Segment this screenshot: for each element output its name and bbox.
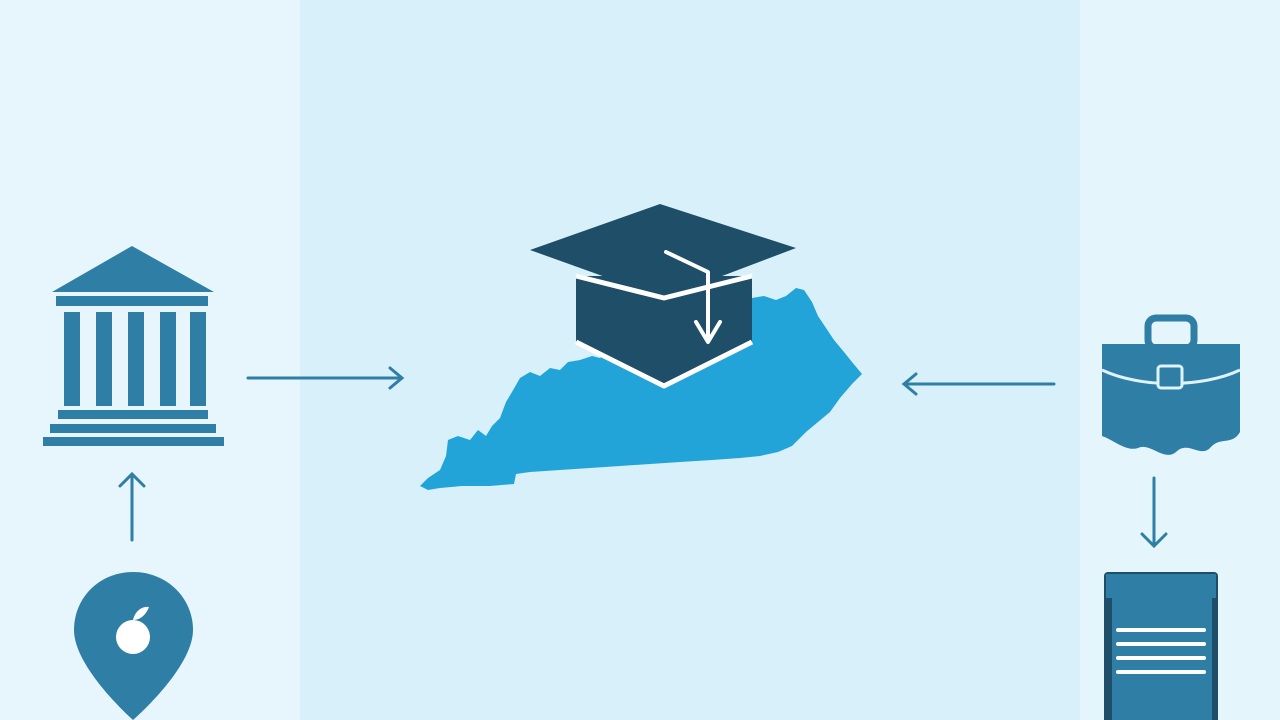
arrow-right-government-to-kentucky	[246, 366, 405, 390]
tassel-icon	[664, 250, 722, 344]
government-building-icon	[43, 246, 224, 446]
arrow-left-workforce-to-kentucky	[901, 372, 1056, 396]
school-location-pin-icon	[74, 572, 193, 720]
briefcase-icon	[1101, 314, 1241, 455]
book-icon	[1104, 572, 1218, 720]
graduation-cap-icon	[530, 204, 796, 389]
arrow-down-workforce-to-curriculum	[1140, 476, 1168, 549]
arrow-up-location-to-government	[118, 471, 146, 542]
apple-icon	[116, 606, 150, 654]
